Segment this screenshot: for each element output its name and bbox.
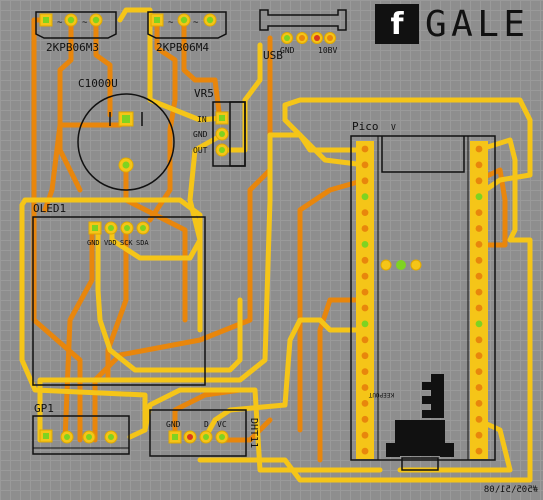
pico-label: Pico	[352, 120, 379, 133]
footer-code: #505\51\08	[484, 485, 538, 495]
gp1-connector: GP1	[32, 402, 130, 455]
pico-pin-hole	[361, 304, 369, 312]
pico-usb-footprint	[386, 420, 454, 471]
pico-debug-pad-1	[380, 259, 392, 271]
pico-pin-hole	[361, 447, 369, 455]
pico-pin-hole	[475, 161, 483, 169]
pot1: ~ ~ 2KPB06M3	[35, 11, 117, 54]
pico-pin-hole	[361, 320, 369, 328]
pico-pin-hole	[361, 145, 369, 153]
gale-logo: f GALE	[375, 4, 525, 45]
pico-pin-hole	[361, 272, 369, 280]
pico-pin-hole	[475, 256, 483, 264]
oled-pin-gnd: GND	[87, 239, 100, 247]
pico-pin-hole	[361, 256, 369, 264]
oled-pin-sda: SDA	[136, 239, 149, 247]
oled-label: OLED1	[33, 202, 66, 215]
dht-pin-d: D	[204, 420, 209, 429]
oled-pin-vdd: VDD	[104, 239, 117, 247]
pico-pin-hole	[475, 145, 483, 153]
pot2: ~ ~ 2KPB06M4	[147, 11, 227, 54]
pico-debug-pad-2	[396, 260, 406, 270]
pico-pin-hole	[475, 272, 483, 280]
usb-label: USB	[263, 49, 283, 62]
pico-pin-hole	[361, 384, 369, 391]
pico-pin-hole	[361, 415, 369, 423]
pico-pin-hole	[361, 241, 369, 248]
vreg-label: VR5	[194, 87, 214, 100]
pico-pin-hole	[361, 336, 369, 344]
pico-pin-hole	[361, 288, 369, 296]
pico-pin-hole	[475, 431, 483, 439]
pico-pin-hole	[475, 241, 483, 248]
pico-pin-hole	[475, 352, 483, 360]
pot2-tilde-2: ~	[193, 18, 199, 28]
pico-pin-hole	[475, 415, 483, 423]
pico-pin-hole	[361, 209, 369, 217]
vreg-pin-gnd: GND	[193, 130, 208, 139]
pico-debug-pad-3	[410, 259, 422, 271]
pico-pin-hole	[475, 288, 483, 296]
logo-icon-box	[375, 4, 419, 44]
capacitor: C1000U	[77, 77, 175, 191]
oled-pin-sck: SCK	[120, 239, 133, 247]
keepout-block: KEEPOUT	[368, 374, 444, 418]
dht11-sensor: GND D VC DHT11	[149, 409, 259, 457]
pico-pin-hole	[361, 352, 369, 360]
usb-pin-gnd: GND	[280, 46, 295, 55]
pico-pin-hole	[361, 177, 369, 185]
pot2-label: 2KPB06M4	[156, 41, 209, 54]
dht-label: DHT11	[248, 418, 259, 448]
pot1-label: 2KPB06M3	[46, 41, 99, 54]
pico-pin-hole	[361, 400, 369, 407]
vreg-pin-out: OUT	[193, 146, 208, 155]
pico-pin-hole	[475, 336, 483, 344]
pot1-tilde-2: ~	[82, 18, 88, 28]
pot1-tilde-1: ~	[57, 18, 63, 28]
pico-pin-hole	[475, 384, 483, 391]
dht-pin-gnd: GND	[166, 420, 181, 429]
pico-pin-hole	[361, 161, 369, 169]
yellow-traces	[19, 7, 533, 483]
logo-icon: f	[390, 7, 404, 42]
pico-pin-hole	[475, 177, 483, 185]
vreg: VR5 IN GND OUT	[193, 87, 246, 167]
pico-module: Pico V KEEPOUT	[350, 120, 496, 471]
pico-pin-hole	[475, 400, 483, 407]
pico-pin-hole	[361, 193, 369, 201]
pico-pin-hole	[361, 368, 369, 375]
pico-pin-hole	[475, 304, 483, 312]
gp1-label: GP1	[34, 402, 54, 415]
pico-mark: V	[391, 123, 396, 132]
pico-pin-hole	[475, 447, 483, 455]
usb-connector: GND 10BV USB	[259, 9, 347, 62]
pico-pin-hole	[475, 320, 483, 328]
pico-pin-hole	[475, 209, 483, 217]
pico-left-holes	[361, 145, 369, 455]
pico-pin-hole	[475, 225, 483, 232]
dht-pin-vc: VC	[217, 420, 227, 429]
pico-pin-hole	[475, 193, 483, 201]
oled-display: OLED1 GND VDD SCK SDA	[32, 202, 206, 386]
pico-right-holes	[475, 145, 483, 455]
cap-label: C1000U	[78, 77, 118, 90]
keepout-label: KEEPOUT	[368, 391, 394, 398]
pot2-tilde-1: ~	[168, 18, 174, 28]
vreg-pin-in: IN	[197, 115, 207, 124]
pico-pin-hole	[475, 368, 483, 375]
pico-pin-hole	[361, 225, 369, 232]
usb-pin-v: 10BV	[318, 46, 337, 55]
logo-text: GALE	[425, 4, 525, 45]
pico-pin-hole	[361, 431, 369, 439]
